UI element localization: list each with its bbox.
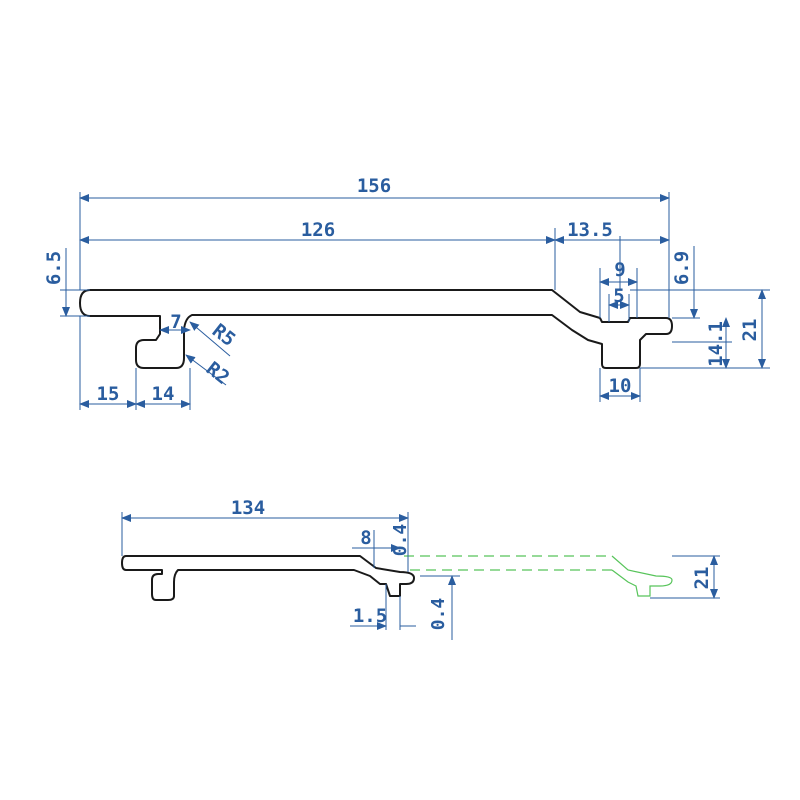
dim-mated-height: 21 xyxy=(691,567,713,590)
upper-dimensions: 156 126 13.5 9 5 6.5 6.9 14.1 xyxy=(43,175,770,410)
dim-clearance-top: 0.4 xyxy=(390,524,411,557)
dim-overlap: 1.5 xyxy=(353,605,387,627)
lower-profile-outline xyxy=(121,555,415,601)
dim-left-section: 126 xyxy=(301,219,335,241)
dim-right-step: 14.1 xyxy=(705,321,727,367)
radius-small: R2 xyxy=(202,358,234,389)
dim-right-section: 13.5 xyxy=(567,219,613,241)
dim-top-left: 6.5 xyxy=(43,251,65,285)
upper-profile xyxy=(79,289,673,369)
dim-lower-step: 8 xyxy=(360,527,371,549)
dim-slot-inner: 5 xyxy=(613,285,624,307)
upper-profile-outline xyxy=(79,289,673,369)
dim-right-foot: 10 xyxy=(609,375,632,397)
dim-hook-gap: 7 xyxy=(170,311,181,333)
lower-assembly xyxy=(121,555,673,601)
ghost-profile xyxy=(404,555,673,597)
dim-clearance-bottom: 0.4 xyxy=(428,598,449,631)
dim-top-right: 6.9 xyxy=(671,251,693,285)
lower-dimensions: 134 8 0.4 1.5 0.4 21 xyxy=(121,497,720,640)
dim-left-offset: 15 xyxy=(97,383,120,405)
dim-hook-width: 14 xyxy=(152,383,175,405)
dim-slot-outer: 9 xyxy=(614,259,625,281)
dim-overall-width: 156 xyxy=(357,175,391,197)
dim-lower-width: 134 xyxy=(231,497,265,519)
dim-overall-height: 21 xyxy=(739,319,761,342)
radius-large: R5 xyxy=(208,320,240,351)
